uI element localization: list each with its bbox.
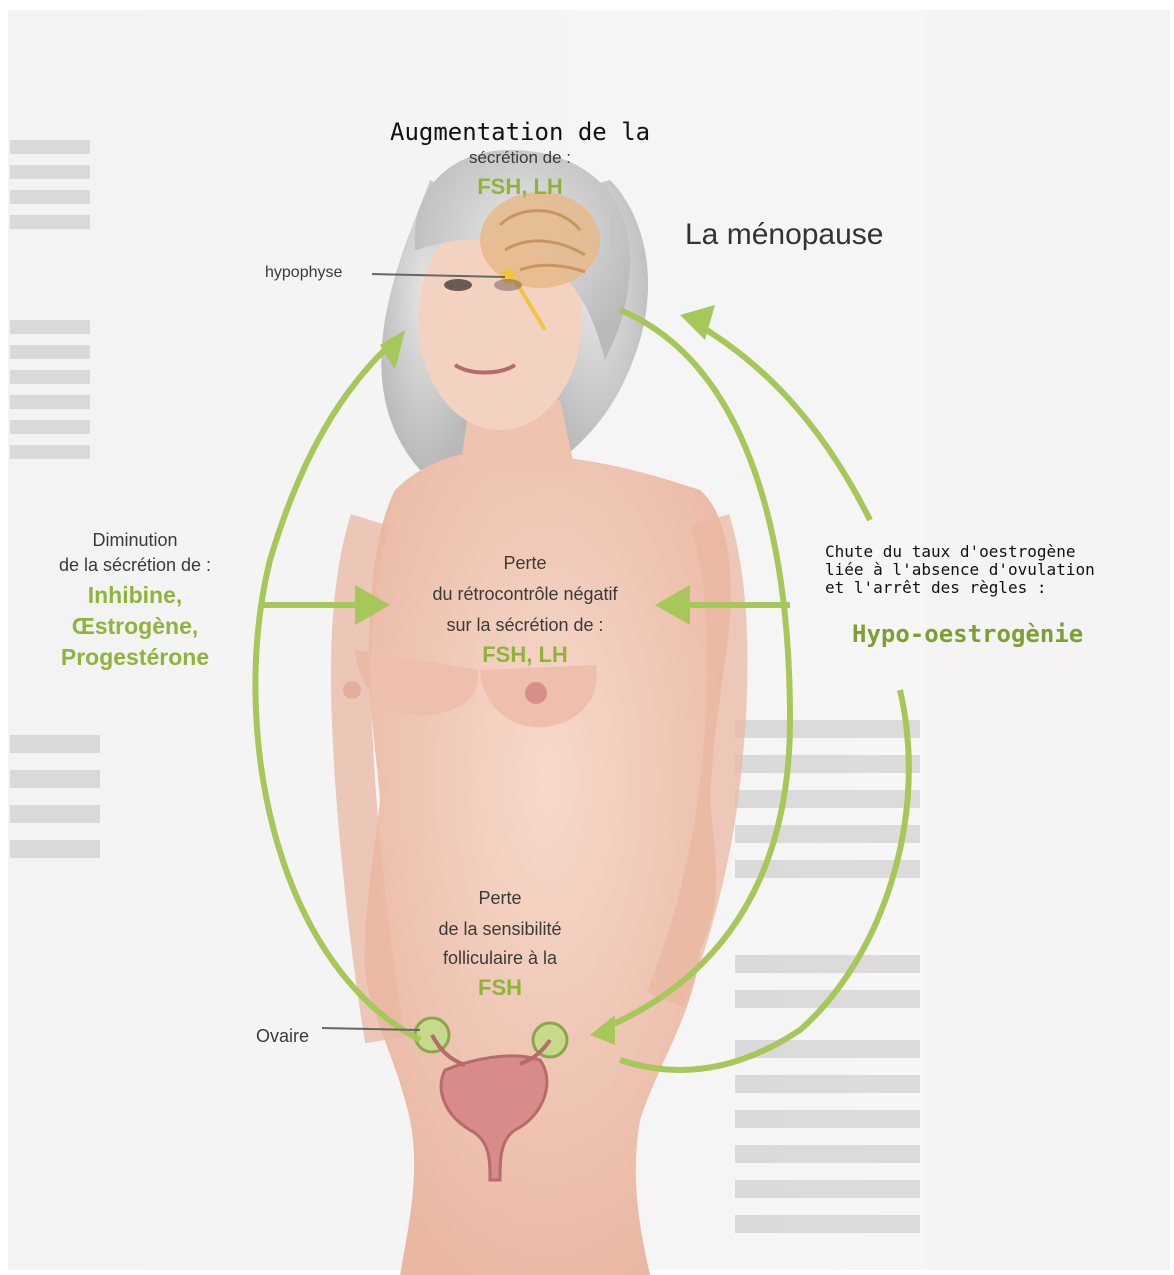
middle-line2: du rétrocontrôle négatif bbox=[395, 584, 655, 605]
middle-block: Perte du rétrocontrôle négatif sur la sé… bbox=[395, 553, 655, 668]
hypophyse-label: hypophyse bbox=[265, 264, 342, 282]
right-result: Hypo-oestrogènie bbox=[852, 620, 1083, 648]
lower-line2: de la sensibilité bbox=[405, 919, 595, 940]
right-block: Chute du taux d'oestrogène liée à l'abse… bbox=[825, 543, 1165, 597]
lower-block: Perte de la sensibilité folliculaire à l… bbox=[405, 888, 595, 1001]
page-title: La ménopause bbox=[685, 218, 884, 252]
middle-line1: Perte bbox=[395, 553, 655, 574]
right-line2: liée à l'absence d'ovulation bbox=[825, 561, 1165, 579]
left-line1: Diminution bbox=[20, 530, 250, 551]
left-hormone-1: Inhibine, bbox=[20, 582, 250, 609]
right-line3: et l'arrêt des règles : bbox=[825, 579, 1165, 597]
top-line2: sécrétion de : bbox=[440, 148, 600, 168]
ovaire-label: Ovaire bbox=[256, 1026, 309, 1047]
right-line1: Chute du taux d'oestrogène bbox=[825, 543, 1165, 561]
left-line2: de la sécrétion de : bbox=[20, 555, 250, 576]
left-hormone-2: Œstrogène, bbox=[20, 613, 250, 640]
middle-line3: sur la sécrétion de : bbox=[395, 615, 655, 636]
left-block: Diminution de la sécrétion de : Inhibine… bbox=[20, 530, 250, 671]
left-hormone-3: Progestérone bbox=[20, 644, 250, 671]
top-hormones: FSH, LH bbox=[440, 174, 600, 200]
lower-line1: Perte bbox=[405, 888, 595, 909]
top-heading: Augmentation de la bbox=[390, 118, 650, 146]
lower-hormone: FSH bbox=[405, 975, 595, 1001]
middle-hormones: FSH, LH bbox=[395, 642, 655, 668]
lower-line3: folliculaire à la bbox=[405, 948, 595, 969]
